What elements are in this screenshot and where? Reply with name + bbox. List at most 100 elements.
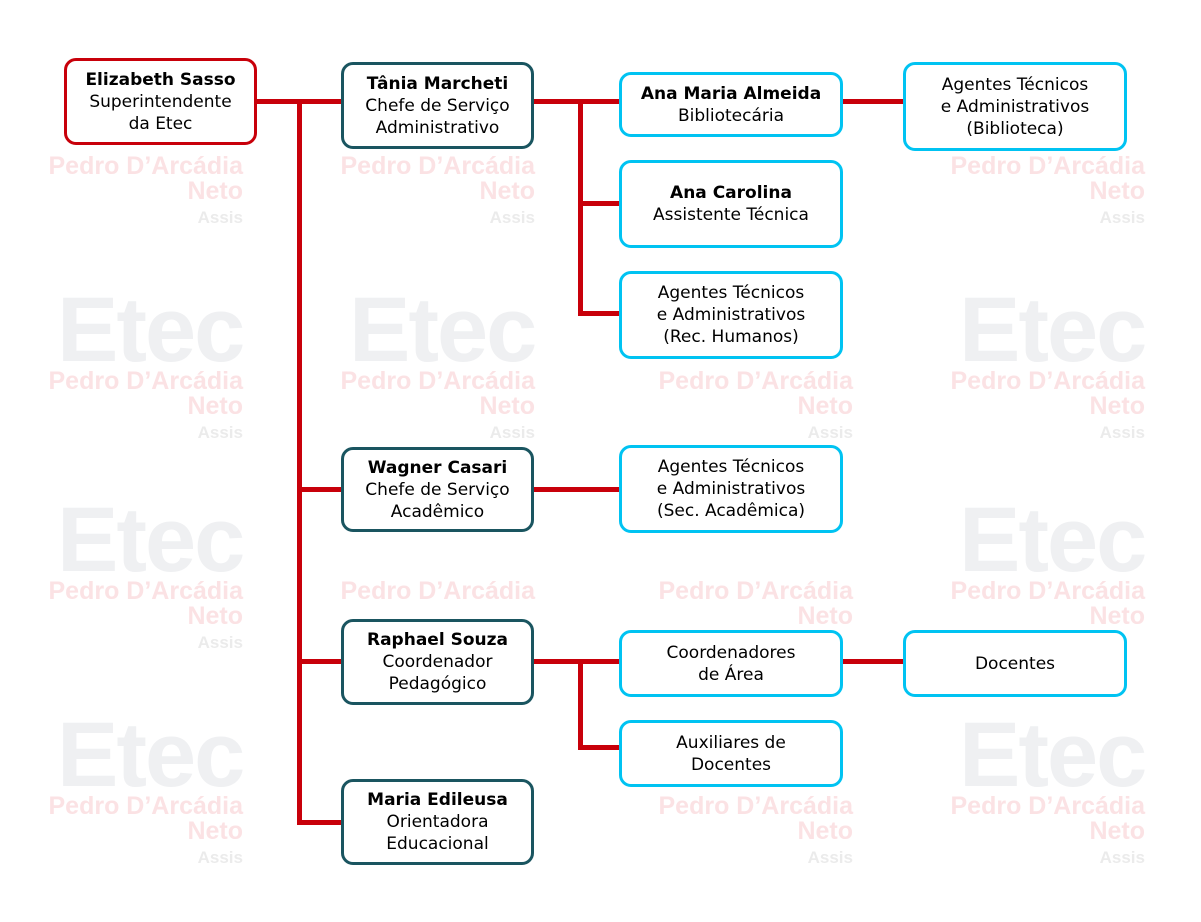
watermark-text: Etec (959, 279, 1147, 381)
node-text: (Rec. Humanos) (663, 327, 799, 347)
node-role: Educacional (386, 834, 489, 854)
watermark-text: Assis (489, 208, 535, 227)
connector (578, 659, 583, 750)
watermark-text: Neto (1089, 177, 1145, 205)
watermark-text: Neto (797, 602, 853, 630)
watermark-text: Etec (57, 704, 245, 806)
connector (842, 659, 903, 664)
node-text: Docentes (690, 754, 772, 775)
node-role: Chefe de Serviço (365, 479, 510, 500)
node-role: Administrativo (375, 117, 500, 138)
node-name: Elizabeth Sasso (85, 69, 236, 90)
node-text: Agentes Técnicos (941, 74, 1089, 95)
watermark-text: Assis (197, 208, 243, 227)
watermark-text: Neto (1089, 602, 1145, 630)
watermark-text: Assis (197, 423, 243, 442)
watermark-text: Pedro D’Arcádia (950, 152, 1145, 180)
node-role: Acadêmico (390, 501, 485, 522)
watermark-text: Pedro D’Arcádia (658, 577, 853, 605)
connector (297, 820, 341, 825)
node-ana-maria-almeida: Ana Maria Almeida Bibliotecária (619, 72, 843, 137)
node-name: Raphael Souza (367, 630, 508, 650)
watermark-text: Etec (349, 279, 537, 381)
node-name: Maria Edileusa (367, 790, 508, 810)
node-role: Assistente Técnica (653, 205, 809, 225)
watermark-text: Pedro D’Arcádia (340, 577, 535, 605)
watermark-text: Pedro D’Arcádia (658, 792, 853, 820)
watermark-text: Pedro D’Arcádia (658, 367, 853, 395)
node-text: de Área (698, 664, 764, 685)
node-name: Ana Carolina (670, 183, 792, 203)
node-name: Wagner Casari (367, 457, 508, 478)
watermark-text: Etec (959, 704, 1147, 806)
connector (297, 487, 341, 492)
watermark-text: Etec (57, 489, 245, 591)
watermark-text: Etec (57, 279, 245, 381)
node-name: Ana Maria Almeida (640, 83, 822, 104)
node-agentes-biblioteca: Agentes Técnicos e Administrativos (Bibl… (903, 62, 1127, 151)
node-role: Superintendente (89, 91, 232, 112)
node-text: e Administrativos (656, 479, 806, 499)
node-name: Tânia Marcheti (366, 73, 509, 94)
node-role: Pedagógico (388, 674, 487, 694)
connector (578, 745, 619, 750)
node-role: da Etec (128, 113, 193, 134)
watermark-text: Neto (187, 602, 243, 630)
node-text: e Administrativos (656, 305, 806, 325)
node-auxiliares-docentes: Auxiliares de Docentes (619, 720, 843, 787)
node-text: Auxiliares de (676, 732, 786, 753)
watermark-text: Assis (489, 423, 535, 442)
node-text: Agentes Técnicos (657, 457, 805, 477)
watermark-text: Neto (797, 817, 853, 845)
node-wagner-casari: Wagner Casari Chefe de Serviço Acadêmico (341, 447, 534, 532)
watermark-text: Neto (187, 392, 243, 420)
watermark-text: Neto (479, 177, 535, 205)
node-text: Agentes Técnicos (657, 283, 805, 303)
connector (578, 201, 619, 206)
connector (297, 99, 302, 825)
node-coordenadores-area: Coordenadores de Área (619, 630, 843, 697)
watermark-text: Pedro D’Arcádia (48, 792, 243, 820)
connector (533, 99, 619, 104)
node-text: Coordenadores (666, 642, 796, 663)
node-tania-marcheti: Tânia Marcheti Chefe de Serviço Administ… (341, 62, 534, 149)
watermark-text: Assis (1099, 208, 1145, 227)
node-text: Docentes (974, 653, 1056, 674)
watermark-text: Neto (1089, 392, 1145, 420)
watermark-text: Assis (807, 423, 853, 442)
node-text: (Biblioteca) (966, 118, 1064, 139)
node-ana-carolina: Ana Carolina Assistente Técnica (619, 160, 843, 248)
watermark-text: Neto (187, 177, 243, 205)
connector (578, 99, 583, 316)
node-raphael-souza: Raphael Souza Coordenador Pedagógico (341, 619, 534, 705)
watermark-text: Assis (1099, 848, 1145, 867)
connector (533, 487, 619, 492)
node-role: Chefe de Serviço (365, 95, 510, 116)
watermark-text: Neto (1089, 817, 1145, 845)
watermark-text: Pedro D’Arcádia (950, 792, 1145, 820)
watermark-text: Pedro D’Arcádia (950, 367, 1145, 395)
watermark-text: Neto (187, 817, 243, 845)
watermark-text: Neto (479, 392, 535, 420)
node-text: e Administrativos (940, 96, 1090, 117)
node-docentes: Docentes (903, 630, 1127, 697)
watermark-text: Assis (1099, 423, 1145, 442)
connector (578, 311, 619, 316)
connector (842, 99, 903, 104)
watermark-text: Assis (197, 633, 243, 652)
node-role: Coordenador (382, 652, 493, 672)
node-role: Orientadora (386, 812, 489, 832)
watermark-text: Pedro D’Arcádia (48, 577, 243, 605)
node-elizabeth-sasso: Elizabeth Sasso Superintendente da Etec (64, 58, 257, 145)
watermark-text: Pedro D’Arcádia (950, 577, 1145, 605)
node-maria-edileusa: Maria Edileusa Orientadora Educacional (341, 779, 534, 865)
watermark-text: Etec (959, 489, 1147, 591)
watermark-text: Pedro D’Arcádia (48, 367, 243, 395)
node-agentes-sec-academica: Agentes Técnicos e Administrativos (Sec.… (619, 445, 843, 533)
connector (533, 659, 619, 664)
watermark-text: Assis (807, 848, 853, 867)
watermark-text: Pedro D’Arcádia (340, 367, 535, 395)
watermark-text: Pedro D’Arcádia (340, 152, 535, 180)
node-role: Bibliotecária (677, 105, 785, 126)
